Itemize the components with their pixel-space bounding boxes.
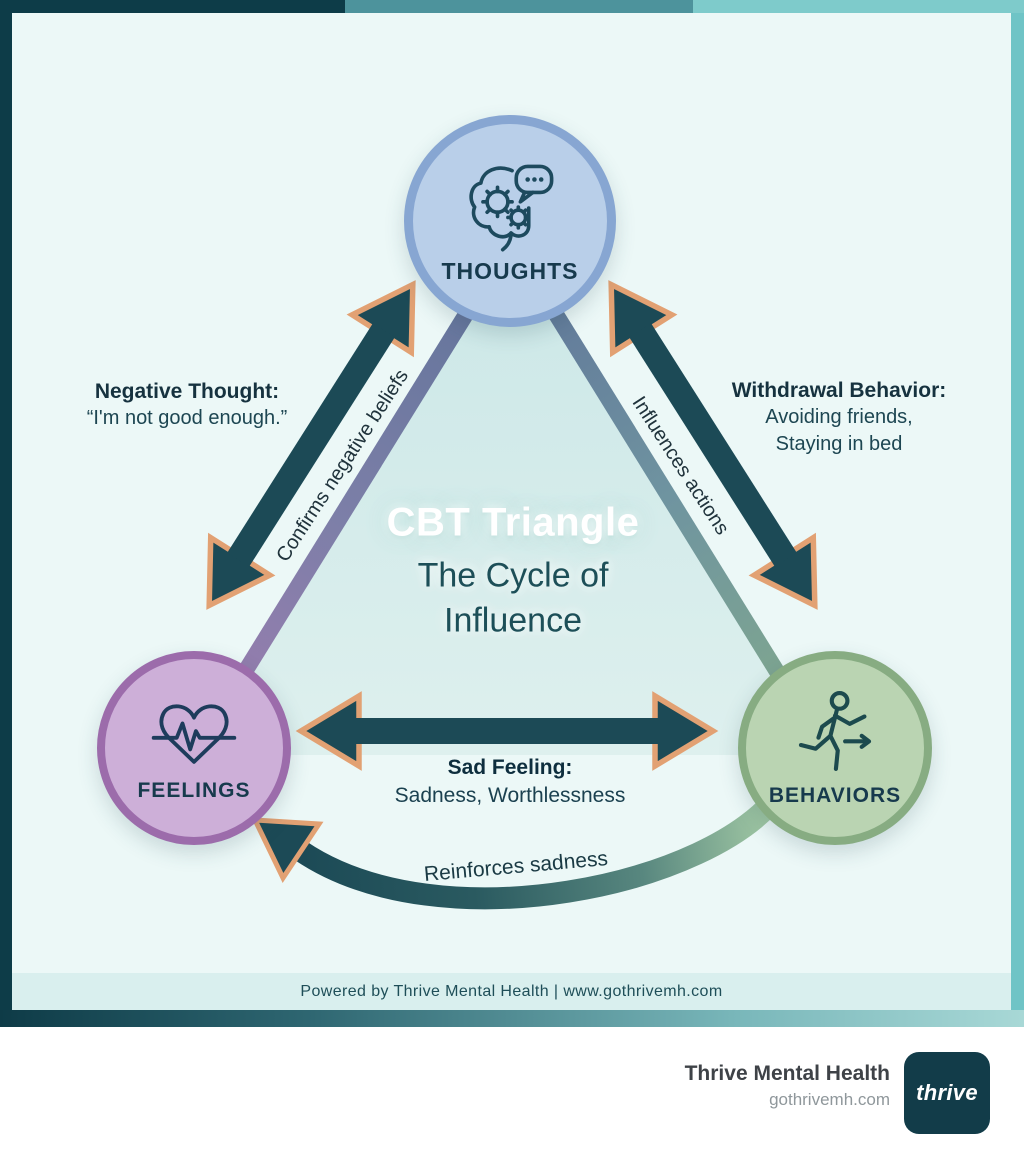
triangle-edge-left bbox=[192, 243, 514, 751]
reinforces-arrow bbox=[250, 785, 790, 910]
edge-label-sad-feeling-sub: Sadness, Worthlessness bbox=[394, 784, 626, 807]
node-behaviors-label: BEHAVIORS bbox=[768, 784, 902, 807]
sad-feeling-arrow bbox=[295, 691, 719, 771]
top-band-light bbox=[693, 0, 1024, 13]
annotation-negative-thought: Negative Thought: “I'm not good enough.” bbox=[87, 378, 288, 432]
edge-label-sad-feeling: Sad Feeling: Sadness, Worthlessness bbox=[395, 754, 626, 810]
diagram-subtitle-line2: Influence bbox=[444, 601, 582, 640]
footer-site-url: gothrivemh.com bbox=[769, 1090, 890, 1109]
thrive-logo: thrive bbox=[904, 1052, 990, 1134]
node-thoughts: THOUGHTS bbox=[404, 115, 616, 327]
confirms-arrow bbox=[206, 280, 416, 610]
triangle-edge-right bbox=[508, 243, 830, 751]
diagram-title: CBT Triangle bbox=[386, 500, 640, 545]
top-band-mid bbox=[345, 0, 693, 13]
footer: Thrive Mental Health gothrivemh.com thri… bbox=[0, 1027, 1024, 1154]
powered-bar: Powered by Thrive Mental Health | www.go… bbox=[12, 973, 1011, 1010]
frame-border-left bbox=[0, 13, 12, 1013]
top-band-dark bbox=[0, 0, 345, 13]
annotation-negative-thought-quote: “I'm not good enough.” bbox=[86, 407, 288, 429]
annotation-withdrawal-line2: Staying in bed bbox=[775, 433, 903, 455]
brain-gears-icon bbox=[469, 164, 554, 251]
heart-pulse-icon bbox=[151, 704, 237, 764]
edge-label-sad-feeling-title: Sad Feeling: bbox=[447, 756, 573, 779]
bottom-gradient-band bbox=[0, 1010, 1024, 1027]
thrive-logo-text: thrive bbox=[916, 1080, 978, 1105]
influences-arrow bbox=[608, 280, 818, 610]
node-feelings: FEELINGS bbox=[97, 651, 291, 845]
annotation-withdrawal-line1: Avoiding friends, bbox=[765, 406, 913, 428]
frame-border-right bbox=[1011, 13, 1024, 1013]
node-behaviors: BEHAVIORS bbox=[738, 651, 932, 845]
annotation-withdrawal-title: Withdrawal Behavior: bbox=[731, 379, 947, 402]
footer-brand-block: Thrive Mental Health gothrivemh.com bbox=[685, 1062, 890, 1110]
triangle-fill bbox=[200, 230, 822, 755]
footer-brand-name: Thrive Mental Health bbox=[684, 1062, 890, 1085]
powered-bar-text: Powered by Thrive Mental Health | www.go… bbox=[300, 982, 723, 1000]
node-thoughts-label: THOUGHTS bbox=[441, 257, 579, 284]
running-person-icon bbox=[798, 690, 872, 772]
annotation-withdrawal: Withdrawal Behavior: Avoiding friends, S… bbox=[732, 377, 947, 458]
triangle-diagram-svg bbox=[192, 230, 830, 910]
node-feelings-label: FEELINGS bbox=[137, 779, 251, 802]
annotation-negative-thought-title: Negative Thought: bbox=[94, 380, 280, 403]
diagram-subtitle-line1: The Cycle of bbox=[417, 556, 609, 595]
